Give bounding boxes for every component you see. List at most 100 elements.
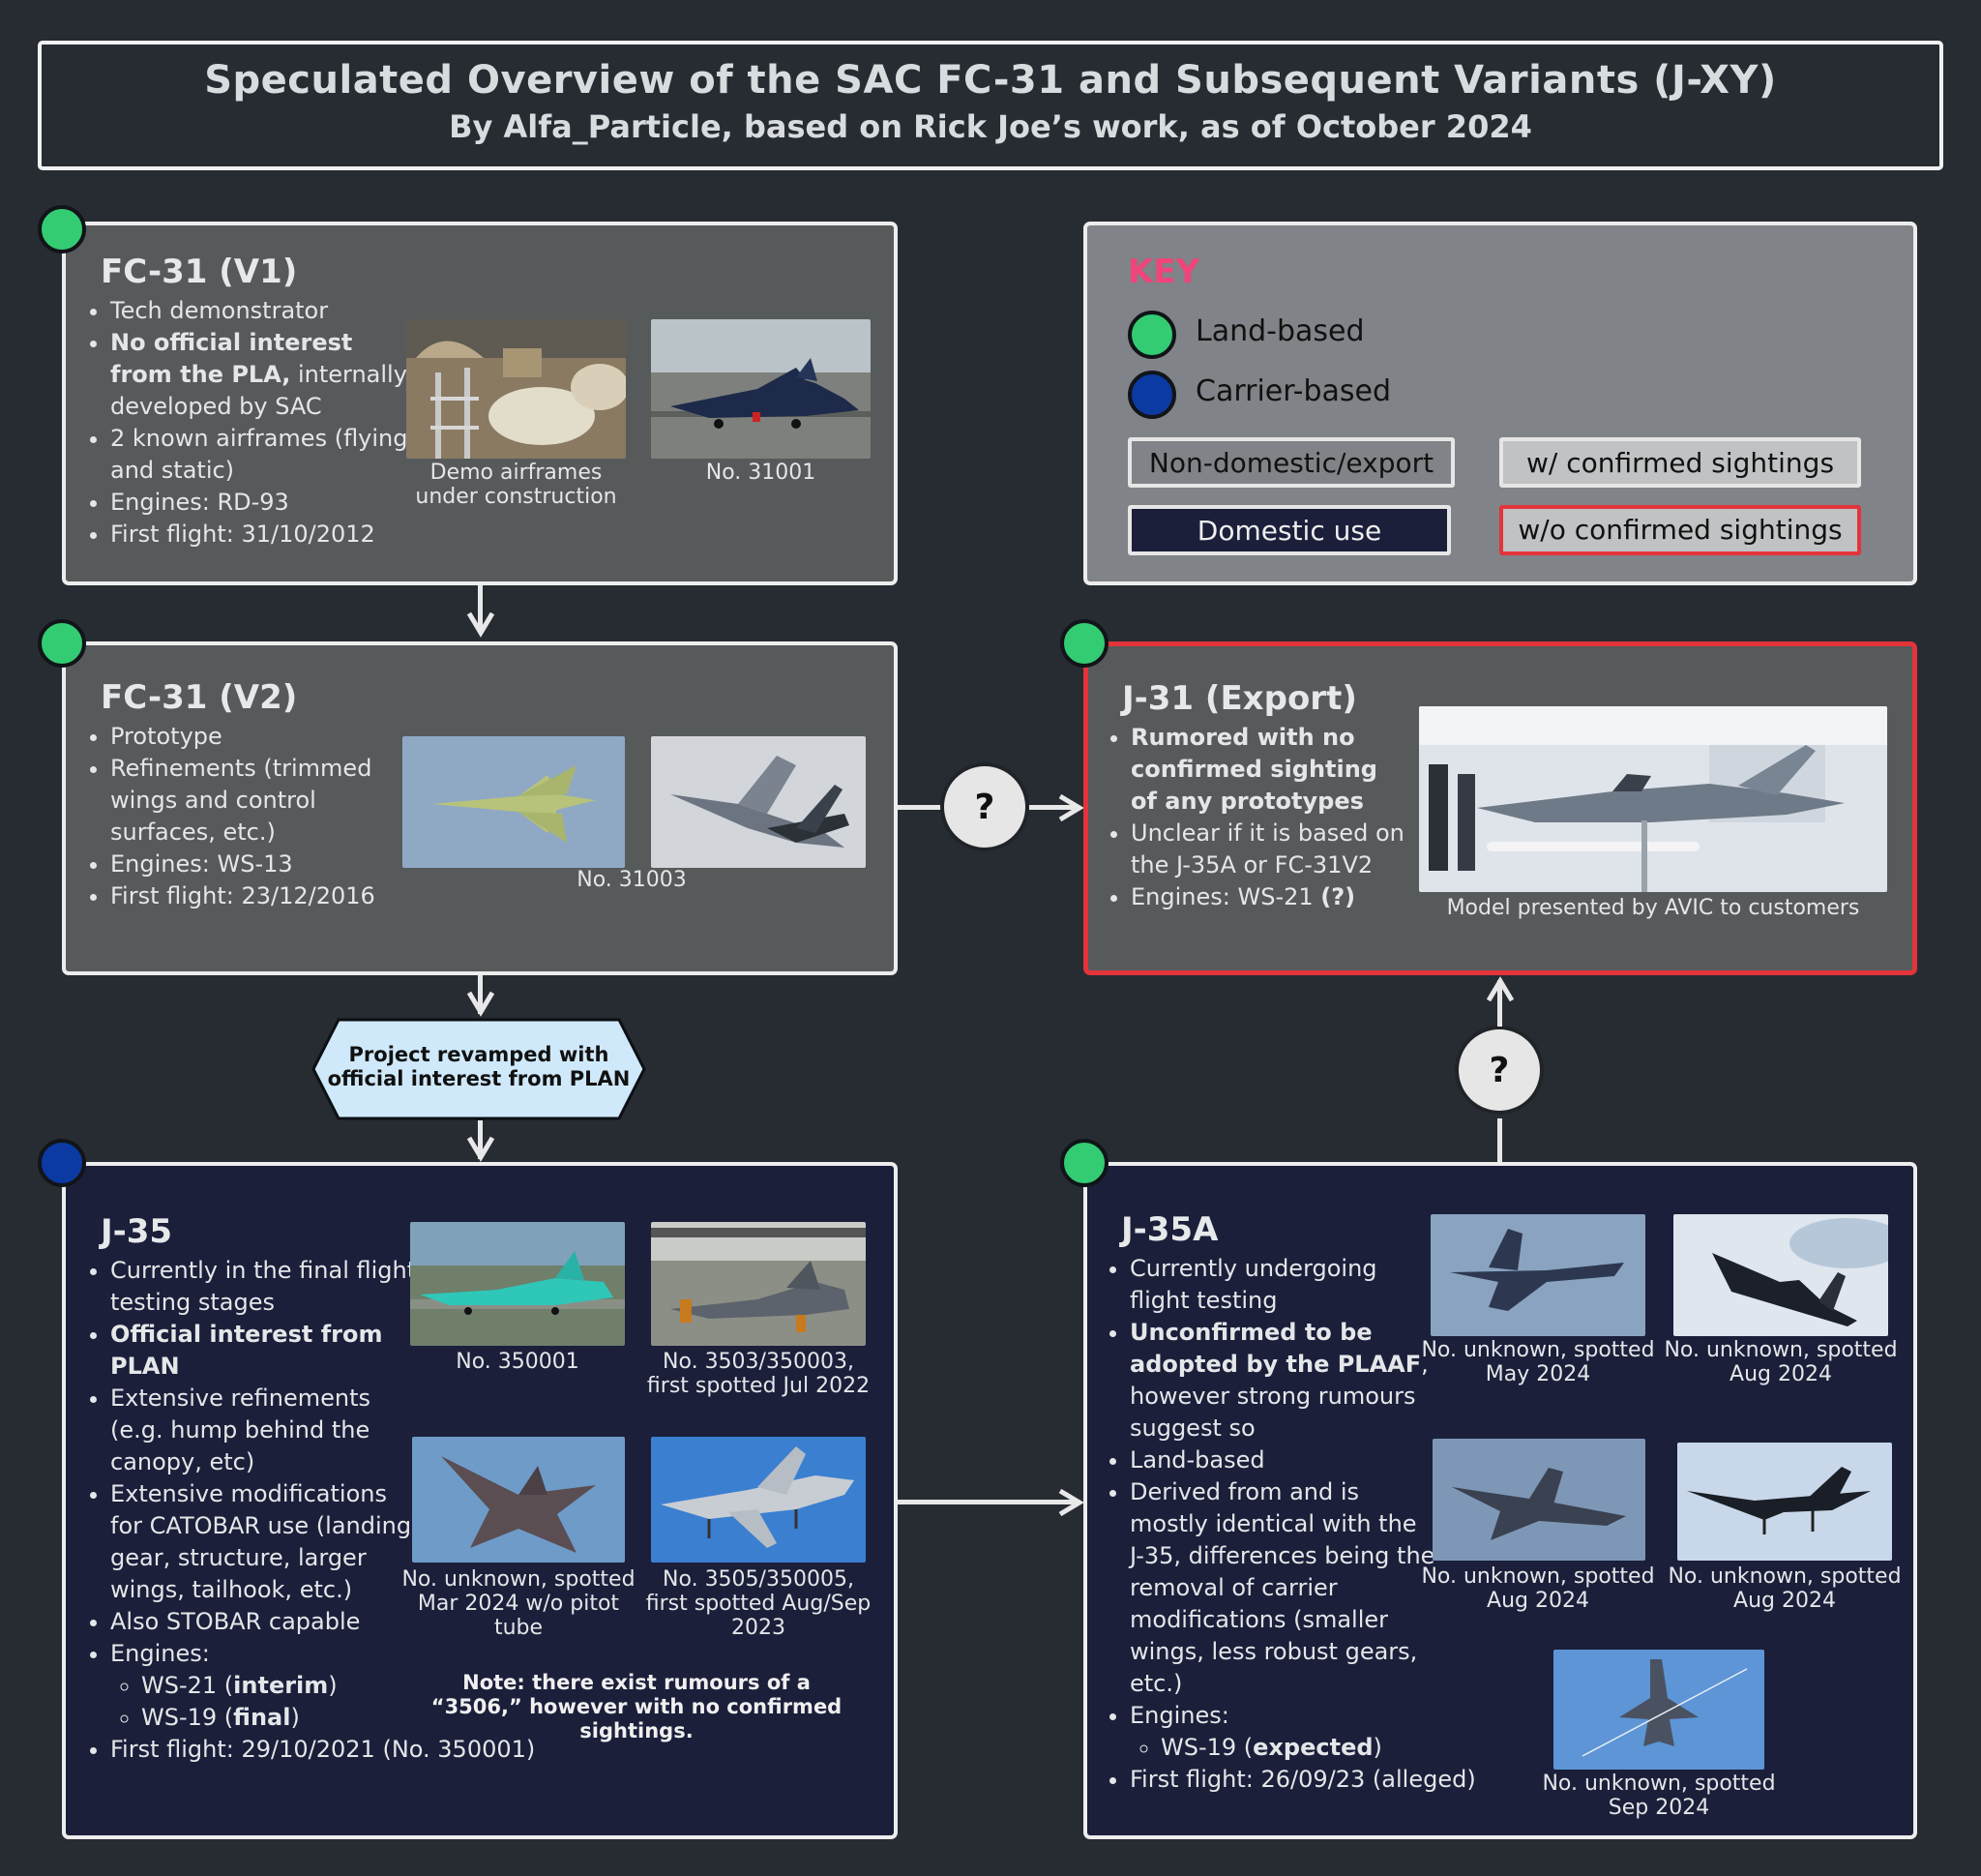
caption-3505: No. 3505/350005, first spotted Aug/Sep 2… (645, 1567, 872, 1640)
bullet: Prototype (110, 721, 400, 753)
bullet: Currently undergoing flight testing (1130, 1253, 1437, 1317)
photo-avic-model (1419, 706, 1887, 892)
photo-3503 (651, 1222, 866, 1346)
bullet: Land-based (1130, 1444, 1437, 1476)
page-title: Speculated Overview of the SAC FC-31 and… (204, 58, 1777, 103)
caption-avic-model: Model presented by AVIC to customers (1446, 896, 1860, 920)
arrow-j35-to-j35a (898, 1500, 1078, 1504)
caption-j35a-aug-2024-c: No. unknown, spotted Aug 2024 (1668, 1564, 1902, 1613)
j31-export-box: J-31 (Export) Rumored with no confirmed … (1083, 641, 1917, 975)
j35-box: J-35 Currently in the final flight testi… (62, 1162, 898, 1839)
j35a-box: J-35A Currently undergoing flight testin… (1083, 1162, 1917, 1839)
caption-j35a-aug-2024-a: No. unknown, spotted Aug 2024 (1664, 1338, 1898, 1386)
arrow-v1-to-v2 (478, 585, 483, 631)
arrowhead (466, 1136, 495, 1162)
key-land-circle (1128, 311, 1176, 359)
key-title: KEY (1128, 253, 1200, 291)
arrow-revamp-to-j35 (478, 1120, 483, 1159)
engine-list: WS-19 (expected) (1130, 1732, 1437, 1764)
fc31-v1-box: FC-31 (V1) Tech demonstrator No official… (62, 222, 898, 585)
photo-j35-mar-2024 (412, 1437, 625, 1563)
bullet: No official interest from the PLA, inter… (110, 327, 420, 423)
land-based-marker (38, 619, 86, 668)
arrow-v2-to-question (898, 805, 941, 810)
key-carrier-label: Carrier-based (1196, 374, 1392, 408)
revamp-label: Project revamped with official interest … (327, 1043, 631, 1090)
caption-31001: No. 31001 (705, 461, 816, 485)
bullet: First flight: 31/10/2012 (110, 519, 420, 551)
engine-item: WS-21 (interim) (141, 1670, 418, 1702)
bullet: Engines: RD-93 (110, 487, 420, 519)
bullet: Official interest from PLAN (110, 1319, 418, 1383)
caption-j35a-sep-2024: No. unknown, spotted Sep 2024 (1542, 1772, 1776, 1820)
caption-350001: No. 350001 (456, 1350, 579, 1374)
key-unconfirmed-swatch: w/o confirmed sightings (1499, 505, 1861, 555)
caption-31003: No. 31003 (577, 868, 687, 892)
j35a-bullets: Currently undergoing flight testing Unco… (1109, 1253, 1476, 1796)
photo-3505 (651, 1437, 866, 1563)
bullet: Derived from and is mostly identical wit… (1130, 1476, 1437, 1700)
j35-title: J-35 (101, 1212, 173, 1251)
photo-j35a-sep-2024 (1553, 1650, 1764, 1770)
bullet: Unclear if it is based on the J-35A or F… (1131, 818, 1411, 881)
bullet: Tech demonstrator (110, 295, 420, 327)
j35a-title: J-35A (1121, 1210, 1219, 1249)
land-based-marker (1060, 1139, 1109, 1187)
j35-rumour-note: Note: there exist rumours of a “3506,” h… (430, 1671, 843, 1742)
question-mark-circle: ? (1455, 1026, 1544, 1115)
key-confirmed-swatch: w/ confirmed sightings (1499, 437, 1861, 488)
bullet: Engines: WS-13 (110, 849, 400, 880)
bullet: Unconfirmed to be adopted by the PLAAF, … (1130, 1317, 1437, 1444)
fc31-v1-bullets: Tech demonstrator No official interest f… (89, 295, 420, 551)
fc31-v2-box: FC-31 (V2) Prototype Refinements (trimme… (62, 641, 898, 975)
bullet: Engines: WS-21 (interim) WS-19 (final) (110, 1638, 418, 1734)
header-banner: Speculated Overview of the SAC FC-31 and… (38, 41, 1943, 170)
bullet: First flight: 23/12/2016 (110, 880, 400, 912)
arrow-question-to-j31 (1497, 980, 1502, 1027)
j31-bullets: Rumored with no confirmed sighting of an… (1109, 722, 1411, 913)
bullet: Engines: WS-19 (expected) (1130, 1700, 1437, 1764)
bullet: Extensive modifications for CATOBAR use … (110, 1478, 418, 1606)
bullet: Currently in the final flight testing st… (110, 1255, 418, 1319)
engine-item: WS-19 (final) (141, 1702, 418, 1734)
photo-j35a-may-2024 (1431, 1214, 1645, 1336)
bullet: Also STOBAR capable (110, 1606, 418, 1638)
fc31-v2-bullets: Prototype Refinements (trimmed wings and… (89, 721, 400, 912)
revamp-hexagon (311, 1018, 646, 1120)
bullet: Engines: WS-21 (?) (1131, 881, 1411, 913)
key-carrier-circle (1128, 371, 1176, 419)
bullet: First flight: 26/09/23 (alleged) (1130, 1764, 1476, 1796)
engine-list: WS-21 (interim) WS-19 (final) (110, 1670, 418, 1734)
j31-title: J-31 (Export) (1122, 679, 1357, 718)
caption-j35-mar-2024: No. unknown, spotted Mar 2024 w/o pitot … (401, 1567, 636, 1640)
arrowhead (1486, 976, 1515, 1002)
key-domestic-swatch: Domestic use (1128, 505, 1451, 555)
bullet: Extensive refinements (e.g. hump behind … (110, 1383, 418, 1478)
photo-31003-grey (651, 736, 866, 868)
fc31-v1-title: FC-31 (V1) (101, 253, 298, 291)
j35-bullets: Currently in the final flight testing st… (89, 1255, 535, 1766)
caption-j35a-aug-2024-b: No. unknown, spotted Aug 2024 (1421, 1564, 1655, 1613)
photo-350001 (410, 1222, 625, 1346)
photo-31003-primer (402, 736, 625, 868)
page-subtitle: By Alfa_Particle, based on Rick Joe’s wo… (449, 108, 1532, 145)
caption-3503: No. 3503/350003, first spotted Jul 2022 (646, 1350, 871, 1398)
photo-j35a-aug-2024-a (1673, 1214, 1888, 1336)
arrowhead (466, 611, 495, 638)
engine-item: WS-19 (expected) (1161, 1732, 1437, 1764)
arrow-j35a-to-question (1497, 1118, 1502, 1162)
arrowhead (1058, 1488, 1084, 1517)
photo-j35a-aug-2024-b (1433, 1439, 1645, 1561)
bullet: Refinements (trimmed wings and control s… (110, 753, 400, 849)
arrowhead (1058, 793, 1084, 822)
caption-demo-airframes: Demo airframes under construction (415, 461, 617, 509)
land-based-marker (1060, 619, 1109, 668)
bullet: First flight: 29/10/2021 (No. 350001) (110, 1734, 535, 1766)
key-box: KEY Land-based Carrier-based Non-domesti… (1083, 222, 1917, 585)
land-based-marker (38, 205, 86, 253)
photo-31001 (651, 319, 871, 459)
key-land-label: Land-based (1196, 314, 1365, 348)
question-mark-circle: ? (940, 762, 1029, 851)
caption-j35a-may-2024: No. unknown, spotted May 2024 (1421, 1338, 1655, 1386)
key-export-swatch: Non-domestic/export (1128, 437, 1455, 488)
